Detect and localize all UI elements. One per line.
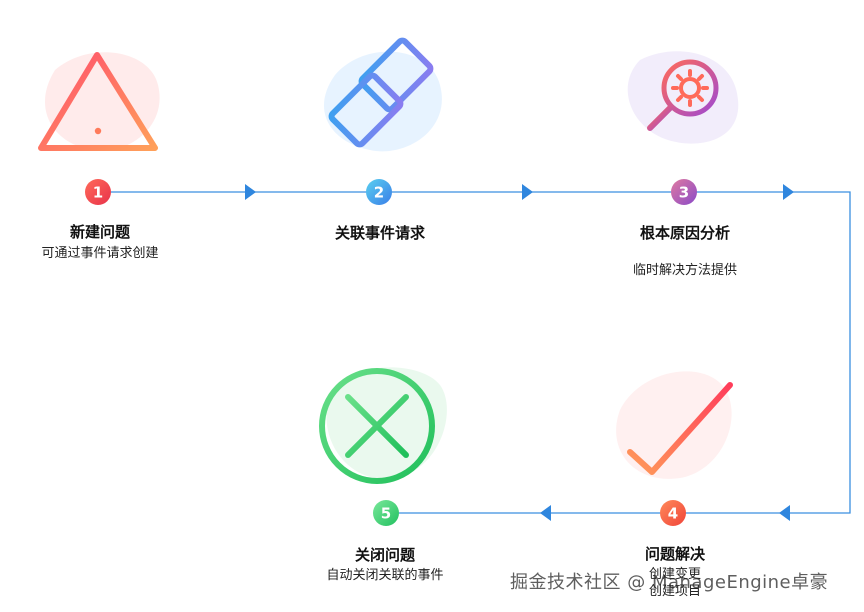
arrow-left xyxy=(540,505,551,521)
blob-1 xyxy=(44,52,160,151)
svg-text:2: 2 xyxy=(374,184,384,202)
step-4-subtitle: 创建变更 xyxy=(648,567,701,582)
arrow-right xyxy=(522,184,533,200)
flow-arrows xyxy=(245,184,794,521)
step-3-subtitle: 临时解决方法提供 xyxy=(632,263,737,278)
step-badge-1: 1 xyxy=(85,179,111,205)
arrow-left xyxy=(779,505,790,521)
arrow-right xyxy=(245,184,256,200)
step-badge-3: 3 xyxy=(671,179,697,205)
step-2-title: 关联事件请求 xyxy=(334,224,425,242)
blob-4 xyxy=(616,371,732,479)
watermark: 掘金技术社区 @ ManageEngine卓豪 xyxy=(510,572,829,593)
svg-text:4: 4 xyxy=(668,505,678,523)
svg-text:1: 1 xyxy=(93,184,103,202)
close-circle-icon xyxy=(319,368,435,484)
link-icon xyxy=(328,37,434,148)
step-badge-4: 4 xyxy=(660,500,686,526)
svg-text:3: 3 xyxy=(679,184,689,202)
step-4-subtitle-2: 创建项目 xyxy=(648,584,701,599)
step-4-title: 问题解决 xyxy=(644,545,705,563)
step-badge-2: 2 xyxy=(366,179,392,205)
svg-text:5: 5 xyxy=(381,505,391,523)
checkmark-icon xyxy=(627,382,733,475)
step-5-title: 关闭问题 xyxy=(354,546,415,564)
flow-connectors xyxy=(98,191,851,514)
step-3-title: 根本原因分析 xyxy=(639,224,730,242)
blob-5 xyxy=(326,367,447,479)
step-1-title: 新建问题 xyxy=(69,223,130,241)
step-5-subtitle: 自动关闭关联的事件 xyxy=(326,568,444,583)
arrow-right xyxy=(783,184,794,200)
magnifier-gear-icon xyxy=(647,59,719,131)
warning-icon xyxy=(38,52,158,151)
step-1-subtitle: 可通过事件请求创建 xyxy=(41,246,159,261)
step-badge-5: 5 xyxy=(373,500,399,526)
